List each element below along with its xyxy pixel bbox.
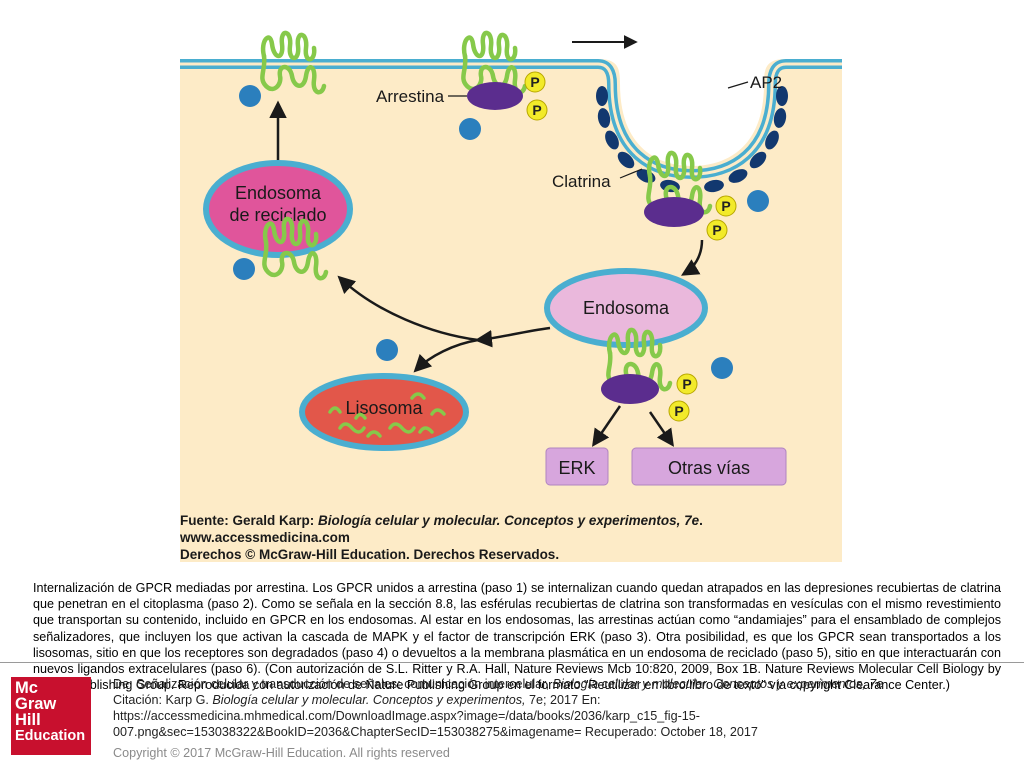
source-rights: Derechos © McGraw-Hill Education. Derech… (180, 547, 559, 562)
step-badge-6 (239, 85, 261, 107)
phosphate-2a (715, 195, 737, 217)
clathrin-leader-line (619, 168, 643, 179)
lysosome-label: Lisosoma (345, 398, 423, 418)
citation-block: De: Señalización celular y transducción … (113, 676, 993, 740)
ap2-leader-line (727, 81, 749, 89)
endosome (544, 268, 708, 348)
step-badge-3 (711, 357, 733, 379)
copyright-notice: Copyright © 2017 McGraw-Hill Education. … (113, 746, 450, 760)
phosphate-1a (524, 71, 546, 93)
phosphate-1b (526, 99, 548, 121)
erk-box (545, 447, 609, 486)
citation-url-1[interactable]: https://accessmedicina.mhmedical.com/Dow… (113, 709, 700, 723)
arrow-to-lysosome (413, 338, 479, 373)
phosphate-label-2b: P (712, 222, 721, 238)
logo-line-3: Hill (15, 711, 41, 729)
arrow-to-erk (592, 405, 622, 447)
arrow-to-recycling (337, 275, 479, 342)
figure-diagram: P P Arrestina AP2 Clatrina P P Endosoma … (180, 28, 842, 562)
phosphate-label-1b: P (532, 102, 541, 118)
phosphate-3b (668, 400, 690, 422)
recycling-endosome (203, 160, 353, 258)
step-badge-5 (233, 258, 255, 280)
source-line: Fuente: Gerald Karp: Biología celular y … (180, 513, 703, 528)
lysosome (299, 373, 469, 451)
phosphate-label-3b: P (674, 403, 683, 419)
logo-line-1: Mc (15, 679, 38, 697)
citation-url-2[interactable]: 007.png&sec=153038322&BookID=2036&Chapte… (113, 725, 758, 739)
phosphate-label-2a: P (721, 198, 730, 214)
phosphate-3a (676, 373, 698, 395)
recycling-endosome-label-2: de reciclado (229, 205, 326, 225)
citation-line-2: Citación: Karp G. Biología celular y mol… (113, 693, 601, 707)
endosome-label: Endosoma (583, 298, 670, 318)
step-badge-2 (747, 190, 769, 212)
figure-source: Fuente: Gerald Karp: Biología celular y … (180, 513, 703, 562)
phosphate-label-1a: P (530, 74, 539, 90)
logo-line-2: Graw (15, 695, 57, 713)
divider (0, 662, 1024, 663)
arrestin-step-1 (467, 82, 523, 110)
figure-caption: Internalización de GPCR mediadas por arr… (33, 581, 1001, 693)
step-badge-4 (376, 339, 398, 361)
arrow-endosome-split (474, 326, 551, 348)
arrestin-step-2 (644, 197, 704, 227)
recycling-endosome-label-1: Endosoma (235, 183, 322, 203)
other-pathways-label: Otras vías (668, 458, 750, 478)
internalization-diagram: P P Arrestina AP2 Clatrina P P Endosoma … (180, 28, 842, 562)
clathrin-label: Clatrina (552, 172, 611, 191)
source-website: www.accessmedicina.com (180, 530, 350, 545)
logo-line-4: Education (15, 728, 86, 744)
phosphate-2b (706, 219, 728, 241)
arrestin-label: Arrestina (376, 87, 445, 106)
ap2-label: AP2 (750, 73, 782, 92)
arrestin-step-3 (601, 374, 659, 404)
phosphate-label-3a: P (682, 376, 691, 392)
erk-label: ERK (558, 458, 595, 478)
degraded-receptor-fragments (328, 392, 446, 438)
arrow-pit-to-endosome (680, 239, 704, 276)
other-pathways-box (631, 447, 787, 486)
citation-line-1: De: Señalización celular y transducción … (113, 677, 884, 691)
step-badge-1 (459, 118, 481, 140)
arrow-to-other-pathways (648, 411, 674, 447)
mcgraw-hill-logo: Mc Graw Hill Education (11, 677, 91, 755)
